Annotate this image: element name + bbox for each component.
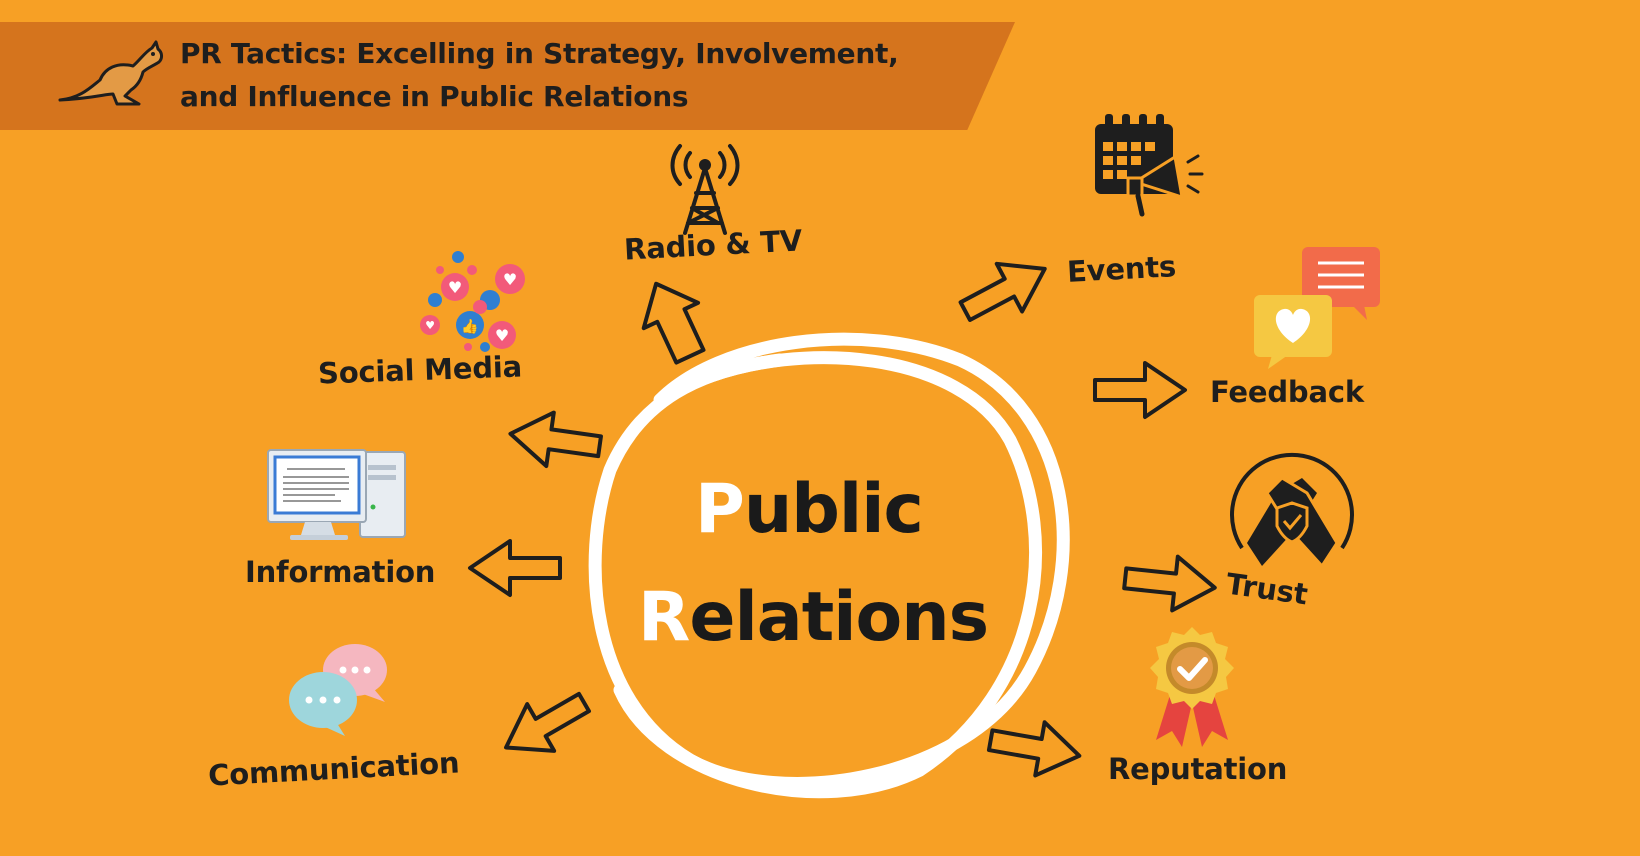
center-initial-p: P — [695, 470, 745, 549]
title-line-1: PR Tactics: Excelling in Strategy, Invol… — [180, 37, 899, 70]
label-social-media: Social Media — [317, 349, 523, 391]
svg-text:♥: ♥ — [448, 278, 462, 297]
title-line-2: and Influence in Public Relations — [180, 80, 689, 113]
label-information: Information — [245, 555, 436, 589]
svg-text:♥: ♥ — [425, 319, 435, 332]
chat-bubbles-icon — [289, 644, 387, 736]
svg-text:♥: ♥ — [503, 270, 517, 289]
label-reputation: Reputation — [1108, 752, 1288, 786]
arrow-to-information — [468, 539, 562, 597]
calendar-megaphone-icon — [1095, 114, 1204, 217]
computer-icon — [267, 449, 406, 540]
radio-tower-icon — [670, 144, 740, 235]
center-word-ublic: ublic — [743, 470, 924, 549]
handshake-icon — [1230, 452, 1354, 569]
center-title-line-1: Public — [695, 470, 924, 549]
center-initial-r: R — [638, 578, 690, 657]
arrow-to-reputation — [986, 720, 1082, 778]
arrow-to-radio-tv — [641, 281, 706, 365]
label-feedback: Feedback — [1210, 375, 1364, 409]
label-events: Events — [1066, 249, 1177, 289]
page-title: PR Tactics: Excelling in Strategy, Invol… — [180, 32, 980, 118]
svg-text:♥: ♥ — [495, 326, 509, 345]
award-badge-icon — [1150, 627, 1234, 747]
center-title-line-2: Relations — [638, 578, 989, 657]
svg-text:👍: 👍 — [461, 318, 478, 335]
arrow-to-trust — [1122, 554, 1217, 613]
center-word-elations: elations — [689, 578, 989, 657]
kangaroo-icon — [58, 40, 163, 106]
arrow-to-social-media — [508, 410, 603, 469]
arrow-to-events — [958, 261, 1047, 322]
feedback-bubbles-icon — [1254, 247, 1380, 369]
title-banner — [0, 22, 1015, 130]
arrow-to-communication — [504, 691, 591, 753]
social-reactions-icon: ♥ ♥ ♥ ♥ 👍 — [420, 251, 525, 352]
arrow-to-feedback — [1093, 361, 1187, 419]
